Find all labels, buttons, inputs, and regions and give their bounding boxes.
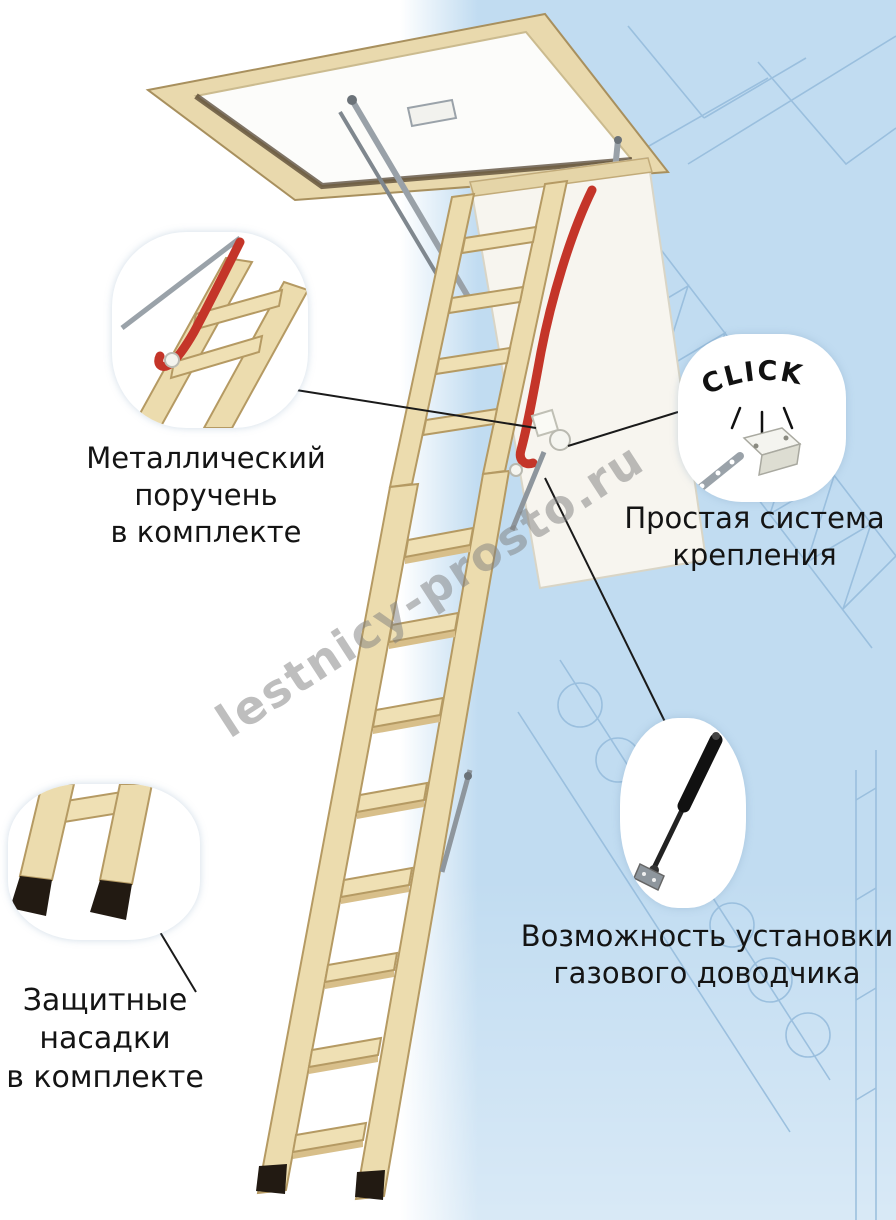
- ladder-lower-section: [256, 469, 511, 1201]
- roof-blueprint-lines: [517, 25, 896, 1220]
- label-caps-line3: в комплекте: [6, 1059, 204, 1095]
- mounting-fittings: [509, 408, 571, 531]
- label-gas-line2: газового доводчика: [553, 956, 861, 991]
- label-mounting-line2: крепления: [672, 538, 837, 573]
- click-emphasis-ticks: [730, 406, 794, 435]
- label-handrail-line2: в комплекте: [110, 515, 302, 550]
- mounting-bracket: [742, 427, 802, 477]
- click-mounting-art: CLICK: [684, 356, 806, 502]
- ladder-feet-caps: [256, 1164, 385, 1200]
- label-handrail-line1: Металлический поручень: [86, 441, 326, 513]
- label-mounting: Простая система крепления: [613, 500, 896, 574]
- label-gas: Возможность установки газового доводчика: [518, 918, 896, 992]
- ladder-upper-section: [388, 179, 569, 489]
- label-handrail: Металлический поручень в комплекте: [10, 440, 402, 551]
- callout-click-mounting: CLICK: [678, 334, 846, 502]
- handrail-closeup-art: [120, 236, 308, 428]
- click-text: CLICK: [697, 356, 806, 401]
- callout-feet-caps: [8, 784, 200, 940]
- gas-strut-art: [633, 732, 723, 892]
- connector-caps: [159, 931, 197, 993]
- annotation-connector-lines: [159, 389, 679, 993]
- connector-click: [567, 411, 679, 447]
- label-caps: Защитные насадки в комплекте: [4, 982, 206, 1097]
- label-gas-line1: Возможность установки: [520, 919, 894, 953]
- label-caps-line1: Защитные: [22, 983, 188, 1018]
- callout-handrail-closeup: [112, 232, 308, 428]
- connector-handrail: [295, 389, 537, 429]
- connector-gas: [544, 477, 669, 729]
- feet-caps-art: [10, 784, 154, 920]
- callout-gas-strut: [620, 718, 746, 908]
- label-mounting-line1: Простая система: [624, 501, 885, 535]
- label-caps-line2: насадки: [39, 1021, 171, 1057]
- red-handrail: [515, 185, 597, 469]
